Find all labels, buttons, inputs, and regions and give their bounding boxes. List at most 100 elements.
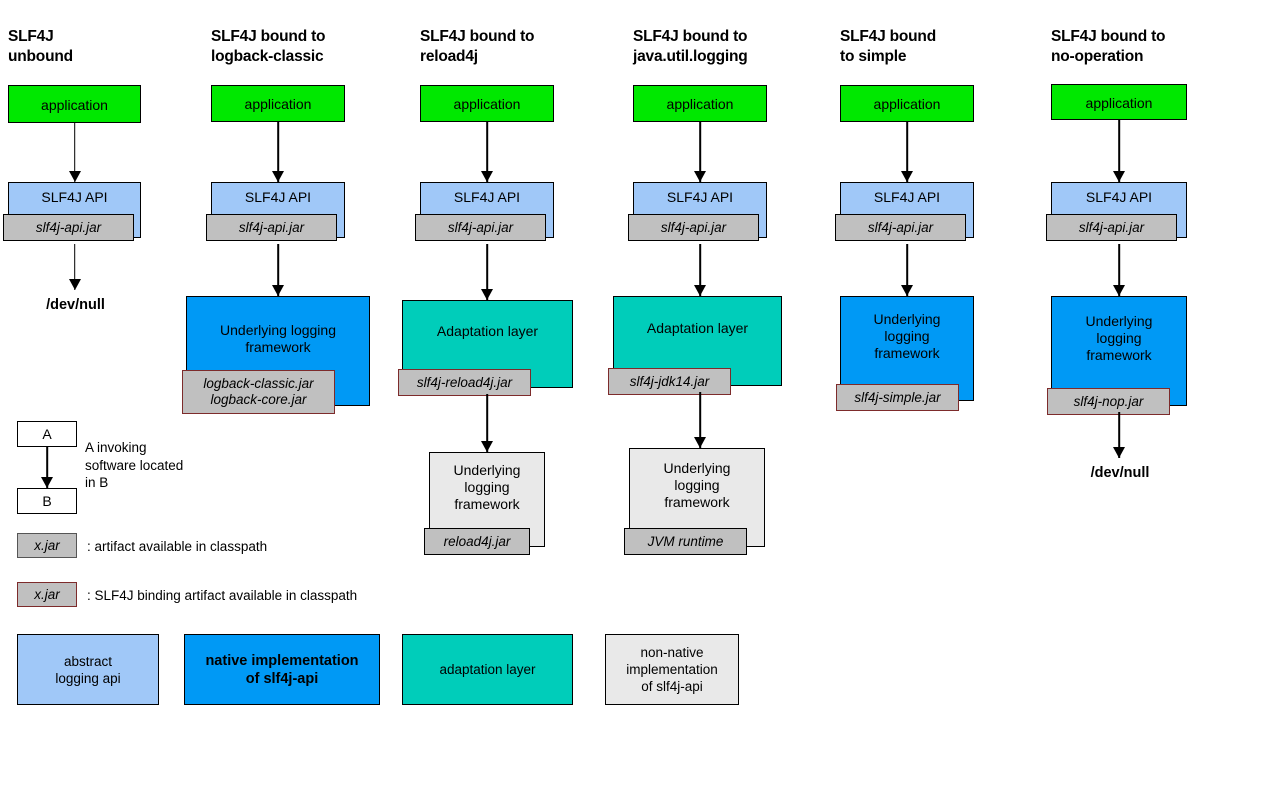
legend-label-artifact: : artifact available in classpath: [87, 539, 268, 554]
legend-invocation-note: A invoking software located in B: [85, 440, 184, 490]
arrow-head: [694, 285, 706, 296]
jar-chip-simple-underlying: slf4j-simple.jar: [836, 384, 959, 411]
node-label: application: [1085, 95, 1153, 111]
arrow-head: [694, 437, 706, 448]
column-title-no-operation: SLF4J bound to no-operation: [1051, 28, 1166, 65]
legend-swatch-non-native-implementation: non-native implementation of slf4j-api: [605, 634, 739, 705]
column-title-unbound: SLF4J unbound: [8, 28, 73, 65]
node-label: SLF4J API: [1085, 189, 1153, 205]
legend-label-binding: : SLF4J binding artifact available in cl…: [87, 588, 358, 603]
arrow-head: [1113, 285, 1125, 296]
legend-swatch-native-implementation: native implementation of slf4j-api: [184, 634, 380, 705]
jar-chip-simple-slf4j-api: slf4j-api.jar: [835, 214, 966, 241]
node-unbound-application: application: [8, 85, 141, 123]
node-label: SLF4J API: [873, 189, 941, 205]
arrow-shaft: [46, 447, 48, 488]
jar-chip-java-util-logging-slf4j-api: slf4j-api.jar: [628, 214, 759, 241]
node-simple-slf4j-api: SLF4J API slf4j-api.jar: [835, 182, 974, 241]
arrow-head: [481, 171, 493, 182]
arrow-head: [481, 441, 493, 452]
jar-chip-reload4j-adaptation: slf4j-reload4j.jar: [398, 369, 531, 396]
node-logback-classic-underlying: Underlying logging framework logback-clas…: [182, 296, 370, 414]
arrow-shaft: [73, 244, 76, 290]
node-logback-classic-application: application: [211, 85, 345, 122]
node-label: Underlying logging framework: [873, 311, 941, 361]
legend-chip-artifact: x.jar: [17, 533, 77, 558]
jar-chip-java-util-logging-underlying: JVM runtime: [624, 528, 747, 555]
jar-chip-logback-classic-slf4j-api: slf4j-api.jar: [206, 214, 337, 241]
arrow-shaft: [699, 392, 701, 448]
node-label: application: [873, 96, 941, 112]
arrow-head: [41, 477, 53, 488]
jar-chip-no-operation-slf4j-api: slf4j-api.jar: [1046, 214, 1177, 241]
arrow-shaft: [699, 244, 701, 296]
jar-chip-reload4j-underlying: reload4j.jar: [424, 528, 530, 555]
node-simple-underlying: Underlying logging framework slf4j-simple…: [836, 296, 974, 411]
terminal-label-unbound: /dev/null: [46, 297, 105, 313]
node-label: Underlying logging framework: [1085, 313, 1153, 363]
arrow-shaft: [277, 122, 279, 182]
arrow-head: [901, 171, 913, 182]
arrow-head: [1113, 447, 1125, 458]
node-label: Underlying logging framework: [220, 322, 336, 355]
arrow-shaft: [699, 122, 701, 182]
arrow-shaft: [277, 244, 279, 296]
arrow-head: [272, 171, 284, 182]
arrow-shaft: [73, 123, 76, 182]
arrow-shaft: [486, 244, 488, 300]
jar-chip-no-operation-underlying: slf4j-nop.jar: [1047, 388, 1170, 415]
node-label: application: [244, 96, 312, 112]
arrow-head: [481, 289, 493, 300]
arrow-shaft: [486, 394, 488, 452]
terminal-label-no-operation: /dev/null: [1090, 465, 1150, 481]
node-no-operation-application: application: [1051, 84, 1187, 120]
node-label: SLF4J API: [41, 189, 108, 205]
node-simple-application: application: [840, 85, 974, 122]
column-title-java-util-logging: SLF4J bound to java.util.logging: [633, 28, 748, 65]
arrow-shaft: [1118, 412, 1120, 458]
arrow-shaft: [1118, 120, 1120, 182]
legend-swatch-adaptation-layer: adaptation layer: [402, 634, 573, 705]
node-label: application: [453, 96, 521, 112]
node-label: SLF4J API: [666, 189, 734, 205]
legend-chip-binding: x.jar: [17, 582, 77, 607]
arrow-shaft: [486, 122, 488, 182]
node-java-util-logging-application: application: [633, 85, 767, 122]
column-title-logback-classic: SLF4J bound to logback-classic: [211, 28, 326, 65]
node-label: SLF4J API: [244, 189, 312, 205]
legend-swatch-abstract-logging-api: abstract logging api: [17, 634, 159, 705]
node-label: application: [41, 97, 108, 113]
arrow-head: [68, 279, 81, 290]
column-title-reload4j: SLF4J bound to reload4j: [420, 28, 535, 65]
node-label: application: [666, 96, 734, 112]
node-label: Adaptation layer: [646, 320, 749, 336]
arrow-head: [694, 171, 706, 182]
node-no-operation-underlying: Underlying logging framework slf4j-nop.ja…: [1047, 296, 1187, 415]
node-logback-classic-slf4j-api: SLF4J API slf4j-api.jar: [206, 182, 345, 241]
arrow-shaft: [1118, 244, 1120, 296]
node-java-util-logging-slf4j-api: SLF4J API slf4j-api.jar: [628, 182, 767, 241]
node-label: SLF4J API: [453, 189, 521, 205]
arrow-shaft: [906, 122, 908, 182]
arrow-head: [1113, 171, 1125, 182]
node-reload4j-adaptation: Adaptation layer slf4j-reload4j.jar: [398, 300, 573, 396]
node-unbound-slf4j-api: SLF4J API slf4j-api.jar: [3, 182, 141, 241]
node-reload4j-underlying: Underlying logging framework reload4j.jar: [424, 452, 545, 555]
arrow-head: [68, 171, 81, 182]
node-no-operation-slf4j-api: SLF4J API slf4j-api.jar: [1046, 182, 1187, 241]
jar-chip-java-util-logging-adaptation: slf4j-jdk14.jar: [608, 368, 731, 395]
jar-chip-unbound-slf4j-api: slf4j-api.jar: [3, 214, 134, 241]
column-title-simple: SLF4J bound to simple: [840, 28, 936, 65]
node-label: Underlying logging framework: [663, 460, 731, 510]
legend-box-b: B: [17, 488, 77, 514]
node-label: Adaptation layer: [436, 323, 539, 339]
jar-chip-logback-classic-underlying: logback-classic.jar logback-core.jar: [182, 370, 335, 414]
arrow-head: [901, 285, 913, 296]
node-java-util-logging-adaptation: Adaptation layer slf4j-jdk14.jar: [608, 296, 782, 395]
node-label: Underlying logging framework: [453, 462, 521, 512]
arrow-shaft: [906, 244, 908, 296]
arrow-head: [272, 285, 284, 296]
